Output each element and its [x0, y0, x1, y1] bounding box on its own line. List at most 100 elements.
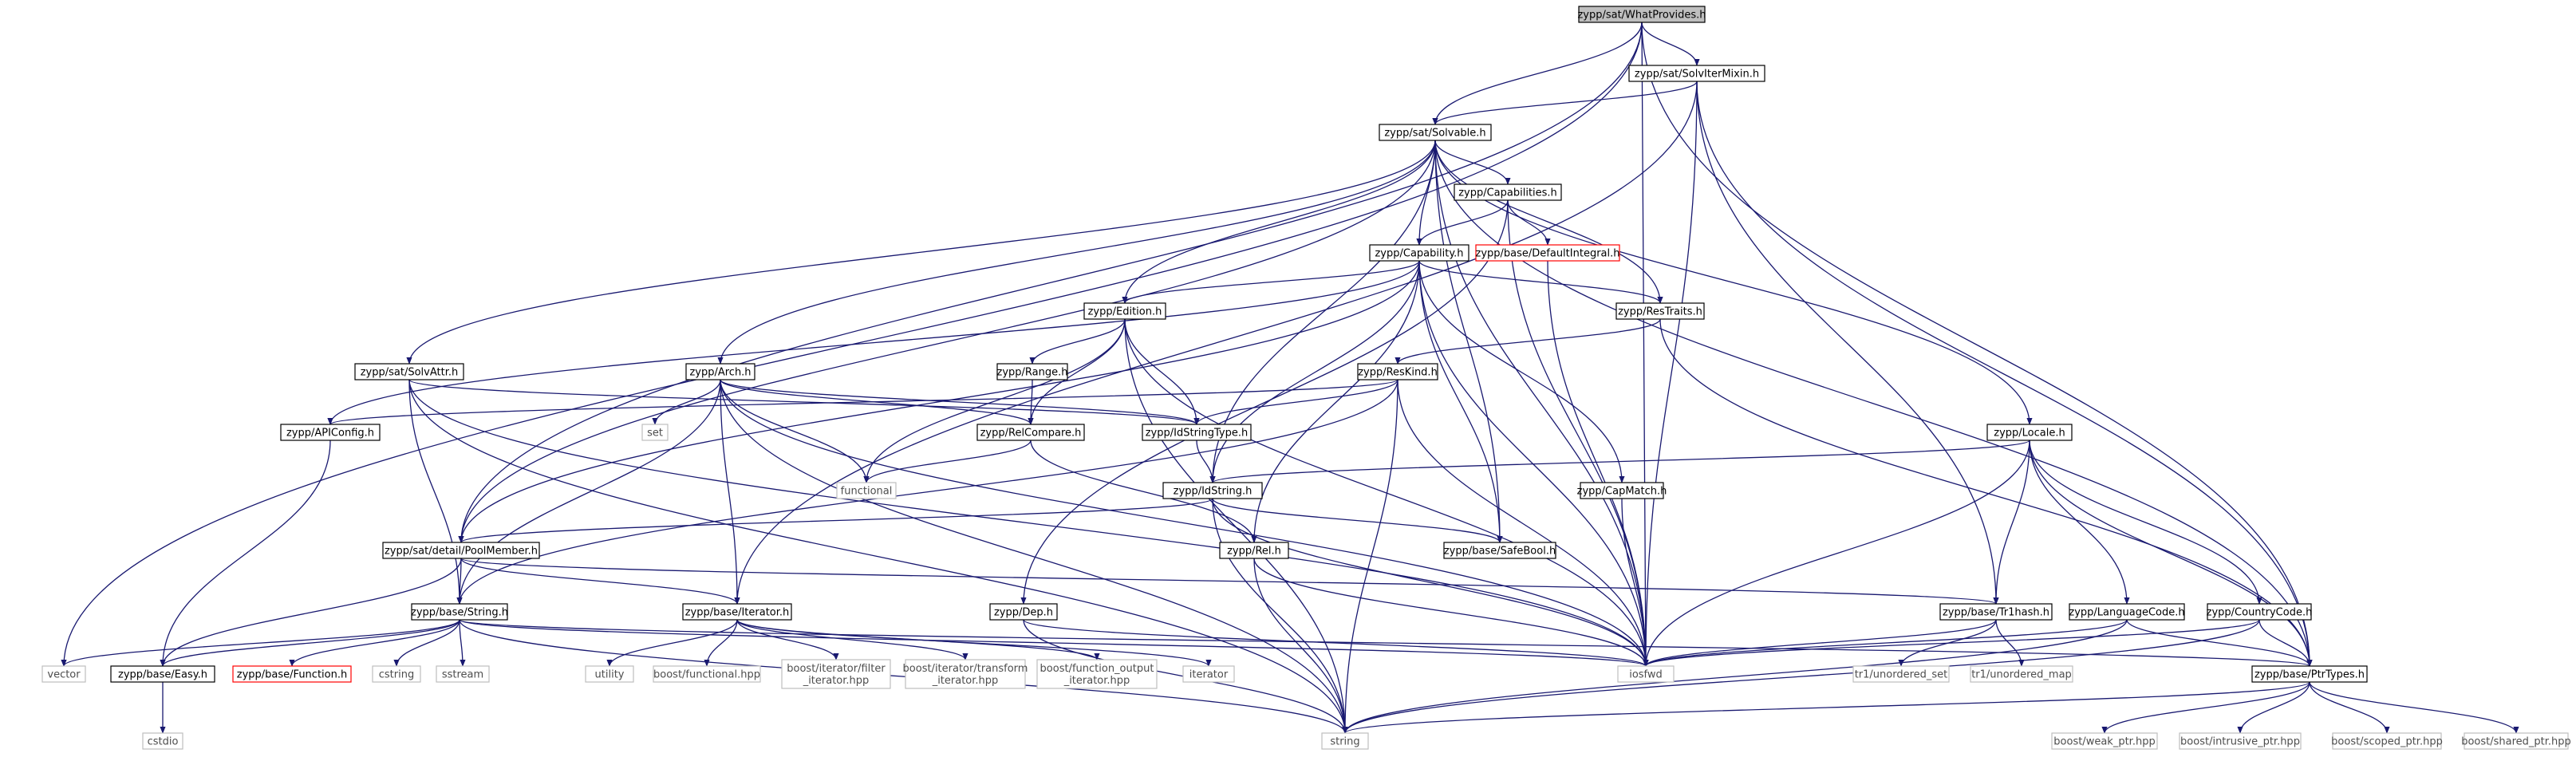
edge-solvable-to-poolmember [458, 140, 1436, 543]
edge-idstring-to-safebool [1212, 498, 1503, 543]
edge-reskind-to-idstringtype [1193, 379, 1398, 425]
edge-arch-to-idstringtype [720, 379, 1200, 425]
node-cstring: cstring [372, 665, 421, 683]
node-label: boost/intrusive_ptr.hpp [2180, 736, 2300, 748]
node-box [905, 659, 1026, 689]
node-box [232, 665, 352, 683]
edge-poolmember-to-tr1hash [460, 558, 1998, 605]
node-restraits[interactable]: zypp/ResTraits.h [1615, 302, 1705, 320]
edge-whatprovides-to-iosfwd [1641, 22, 1649, 667]
edge-languagecode-to-ptrtypes [2126, 619, 2313, 667]
edge-string-to-cstring [393, 619, 460, 667]
edge-solvitermixin-to-iosfwd [1643, 81, 1698, 667]
node-locale[interactable]: zypp/Locale.h [1986, 424, 2073, 441]
edge-solvable-to-locale [1434, 140, 2033, 425]
node-idstringtype[interactable]: zypp/IdStringType.h [1142, 424, 1252, 441]
node-edition[interactable]: zypp/Edition.h [1083, 302, 1166, 320]
node-box [1443, 542, 1556, 559]
node-box [280, 424, 381, 441]
node-label: boost/functional.hpp [653, 669, 760, 681]
edge-solvable-to-ptrtypes [1434, 140, 2313, 667]
edge-idstring-to-poolmember [458, 498, 1213, 543]
node-label: zypp/base/SafeBool.h [1444, 546, 1556, 558]
edge-idstring-to-stdstring [1212, 498, 1348, 734]
edge-iterator-to-iteratorstd [736, 619, 1212, 667]
node-box [1083, 302, 1166, 320]
edge-idstring-to-iosfwd [1212, 498, 1649, 667]
edge-solvitermixin-to-tr1hash [1696, 81, 1999, 605]
node-solvable[interactable]: zypp/sat/Solvable.h [1379, 124, 1492, 141]
node-whatprovides[interactable]: zypp/sat/WhatProvides.h [1577, 6, 1706, 23]
node-label: zypp/RelCompare.h [980, 428, 1082, 440]
edge-reskind-to-string [456, 379, 1398, 605]
edge-string-to-vector [61, 619, 460, 667]
node-poolmember[interactable]: zypp/sat/detail/PoolMember.h [382, 542, 540, 559]
node-label: boost/weak_ptr.hpp [2053, 736, 2155, 748]
edge-rel-to-iosfwd [1253, 558, 1649, 667]
node-box [641, 424, 669, 441]
node-languagecode[interactable]: zypp/LanguageCode.h [2069, 603, 2185, 621]
node-capability[interactable]: zypp/Capability.h [1369, 244, 1469, 262]
node-countrycode[interactable]: zypp/CountryCode.h [2207, 603, 2313, 621]
edge-arch-to-iosfwd [720, 379, 1649, 667]
node-capabilities[interactable]: zypp/Capabilities.h [1454, 183, 1562, 201]
node-safebool[interactable]: zypp/base/SafeBool.h [1443, 542, 1556, 559]
node-unordset: tr1/unordered_set [1852, 665, 1950, 683]
edge-edition-to-iosfwd [1124, 318, 1649, 667]
node-label: tr1/unordered_set [1855, 669, 1948, 681]
edge-countrycode-to-ptrtypes [2258, 619, 2313, 667]
node-label: _iterator.hpp [803, 675, 870, 687]
node-sstream: sstream [436, 665, 490, 683]
edge-capability-to-poolmember [458, 260, 1420, 543]
node-box [1321, 732, 1369, 750]
edge-whatprovides-to-solvable [1432, 22, 1643, 125]
edge-reskind-to-iosfwd [1397, 379, 1649, 667]
edge-poolmember-to-iterator [460, 558, 740, 605]
node-rel[interactable]: zypp/Rel.h [1219, 542, 1289, 559]
edge-capability-to-capmatch [1418, 260, 1625, 483]
edge-iterator-to-bfilter [736, 619, 839, 660]
header-nodes: zypp/sat/WhatProvides.h zypp/sat/SolvIter… [41, 6, 2571, 750]
node-box [2251, 665, 2368, 683]
edge-locale-to-iosfwd [1643, 440, 2030, 667]
node-idstring[interactable]: zypp/IdString.h [1162, 482, 1263, 499]
node-reskind[interactable]: zypp/ResKind.h [1357, 363, 1438, 380]
node-range[interactable]: zypp/Range.h [996, 363, 1068, 380]
node-string[interactable]: zypp/base/String.h [411, 603, 508, 621]
node-arch[interactable]: zypp/Arch.h [685, 363, 755, 380]
node-tr1hash[interactable]: zypp/base/Tr1hash.h [1939, 603, 2053, 621]
node-iterator[interactable]: zypp/base/Iterator.h [682, 603, 792, 621]
node-apiconfig[interactable]: zypp/APIConfig.h [280, 424, 381, 441]
edge-ptrtypes-to-sharedptr [2309, 681, 2519, 734]
edge-arch-to-set [652, 379, 721, 425]
node-box [1357, 363, 1438, 380]
node-capmatch[interactable]: zypp/CapMatch.h [1577, 482, 1667, 499]
node-box [976, 424, 1085, 441]
node-label: zypp/Range.h [997, 367, 1068, 379]
node-box [682, 603, 792, 621]
node-label: _iterator.hpp [932, 675, 999, 687]
node-box [1219, 542, 1289, 559]
node-label: zypp/CountryCode.h [2207, 607, 2313, 619]
node-label: cstdio [148, 736, 179, 748]
node-easy[interactable]: zypp/base/Easy.h [110, 665, 215, 683]
node-box [2051, 732, 2158, 750]
node-label: zypp/Edition.h [1088, 306, 1162, 318]
node-label: zypp/Locale.h [1994, 428, 2065, 440]
edge-relcompare-to-rel [1030, 440, 1257, 543]
edge-languagecode-to-stdstring [1342, 619, 2128, 734]
edge-tr1hash-to-iosfwd [1643, 619, 1997, 667]
node-stdstring: string [1321, 732, 1369, 750]
edge-capability-to-iosfwd [1418, 260, 1649, 667]
node-ptrtypes[interactable]: zypp/base/PtrTypes.h [2251, 665, 2368, 683]
edge-solvattr-to-iosfwd [408, 379, 1649, 667]
node-solvattr[interactable]: zypp/sat/SolvAttr.h [354, 363, 464, 380]
node-box [996, 363, 1068, 380]
node-intrusiveptr: boost/intrusive_ptr.hpp [2179, 732, 2302, 750]
node-label: tr1/unordered_map [1971, 669, 2072, 681]
node-solvitermixin[interactable]: zypp/sat/SolvIterMixin.h [1628, 65, 1765, 82]
node-label: _iterator.hpp [1063, 675, 1130, 687]
node-relcompare[interactable]: zypp/RelCompare.h [976, 424, 1085, 441]
node-dep[interactable]: zypp/Dep.h [989, 603, 1058, 621]
node-defaultintegral: zypp/base/DefaultIntegral.h [1475, 244, 1620, 262]
